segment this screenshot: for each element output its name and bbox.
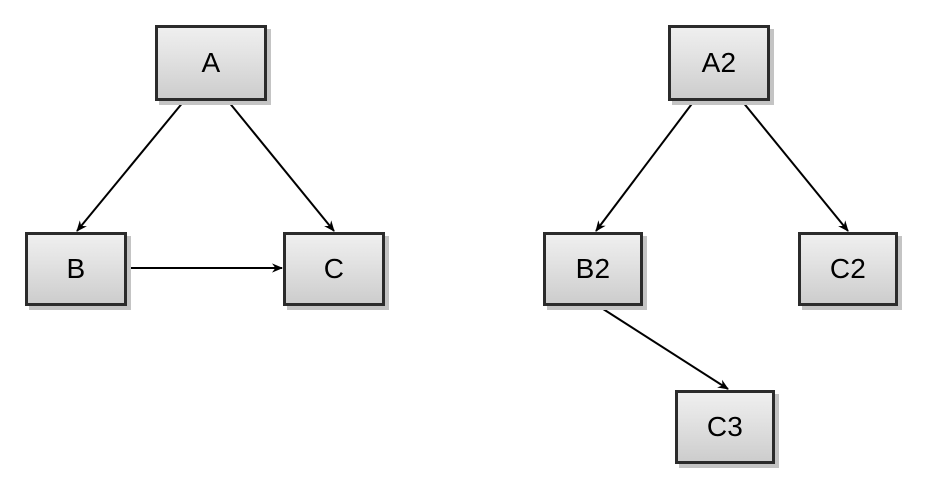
node-label-b: B: [66, 253, 86, 284]
node-label-c2: C2: [829, 253, 867, 284]
node-a2[interactable]: A2: [668, 25, 770, 101]
node-a[interactable]: A: [155, 25, 267, 101]
node-b2[interactable]: B2: [543, 232, 643, 306]
node-label-c3: C3: [706, 411, 744, 442]
node-label-a: A: [201, 47, 221, 78]
node-b[interactable]: B: [25, 232, 127, 306]
node-c[interactable]: C: [283, 232, 385, 306]
edge-a2-to-c2[interactable]: [741, 100, 849, 232]
edge-a2-to-b2[interactable]: [595, 100, 695, 232]
node-label-a2: A2: [701, 47, 737, 78]
edges-group: [76, 100, 849, 390]
node-label-b2: B2: [575, 253, 611, 284]
node-label-c: C: [323, 253, 345, 284]
edge-a-to-c[interactable]: [227, 100, 335, 232]
node-c3[interactable]: C3: [675, 390, 775, 464]
edge-a-to-b[interactable]: [76, 100, 185, 232]
edge-b2-to-c3[interactable]: [599, 306, 729, 390]
node-c2[interactable]: C2: [798, 232, 898, 306]
